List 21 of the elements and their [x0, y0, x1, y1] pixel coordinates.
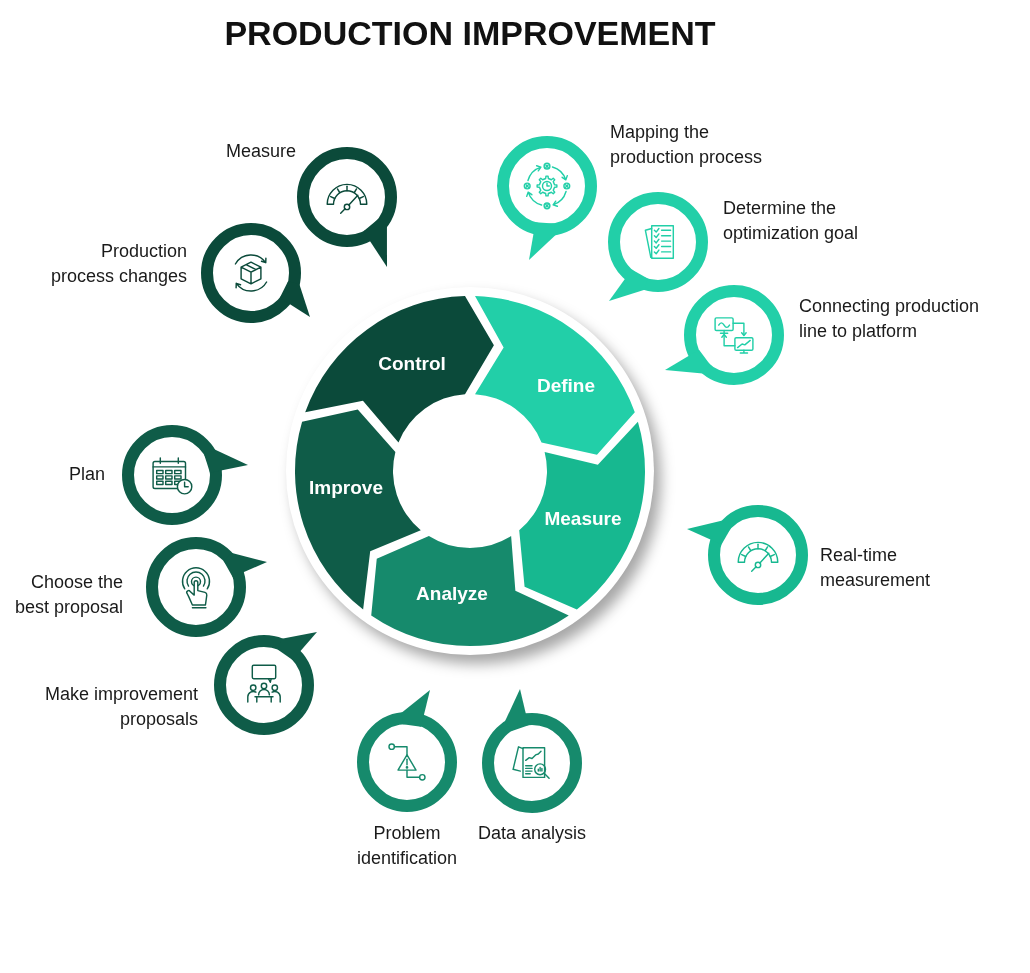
cycle-segment [305, 296, 494, 445]
step-caption: Mapping the production process [610, 121, 764, 169]
phase-label: Control [378, 353, 446, 375]
phase-label: Measure [544, 508, 622, 530]
step-caption: Problem identification [355, 822, 459, 870]
title: PRODUCTION IMPROVEMENT [224, 13, 716, 53]
phase-label: Improve [309, 477, 383, 499]
step-caption: Determine the optimization goal [723, 197, 860, 245]
step-caption: Measure [225, 140, 296, 163]
cycle-segment [517, 421, 645, 610]
phase-label: Define [536, 375, 596, 397]
step-caption: Plan [68, 463, 105, 486]
phase-label: Analyze [416, 583, 488, 605]
cycle-segment [371, 534, 569, 646]
step-caption: Production process changes [49, 240, 187, 288]
step-caption: Make improvement proposals [43, 683, 198, 731]
step-caption: Choose the best proposal [13, 571, 123, 619]
cycle-segment [472, 296, 635, 455]
step-caption: Connecting production line to platform [799, 295, 981, 343]
step-caption: Real-time measurement [820, 544, 932, 592]
step-caption: Data analysis [478, 822, 587, 845]
